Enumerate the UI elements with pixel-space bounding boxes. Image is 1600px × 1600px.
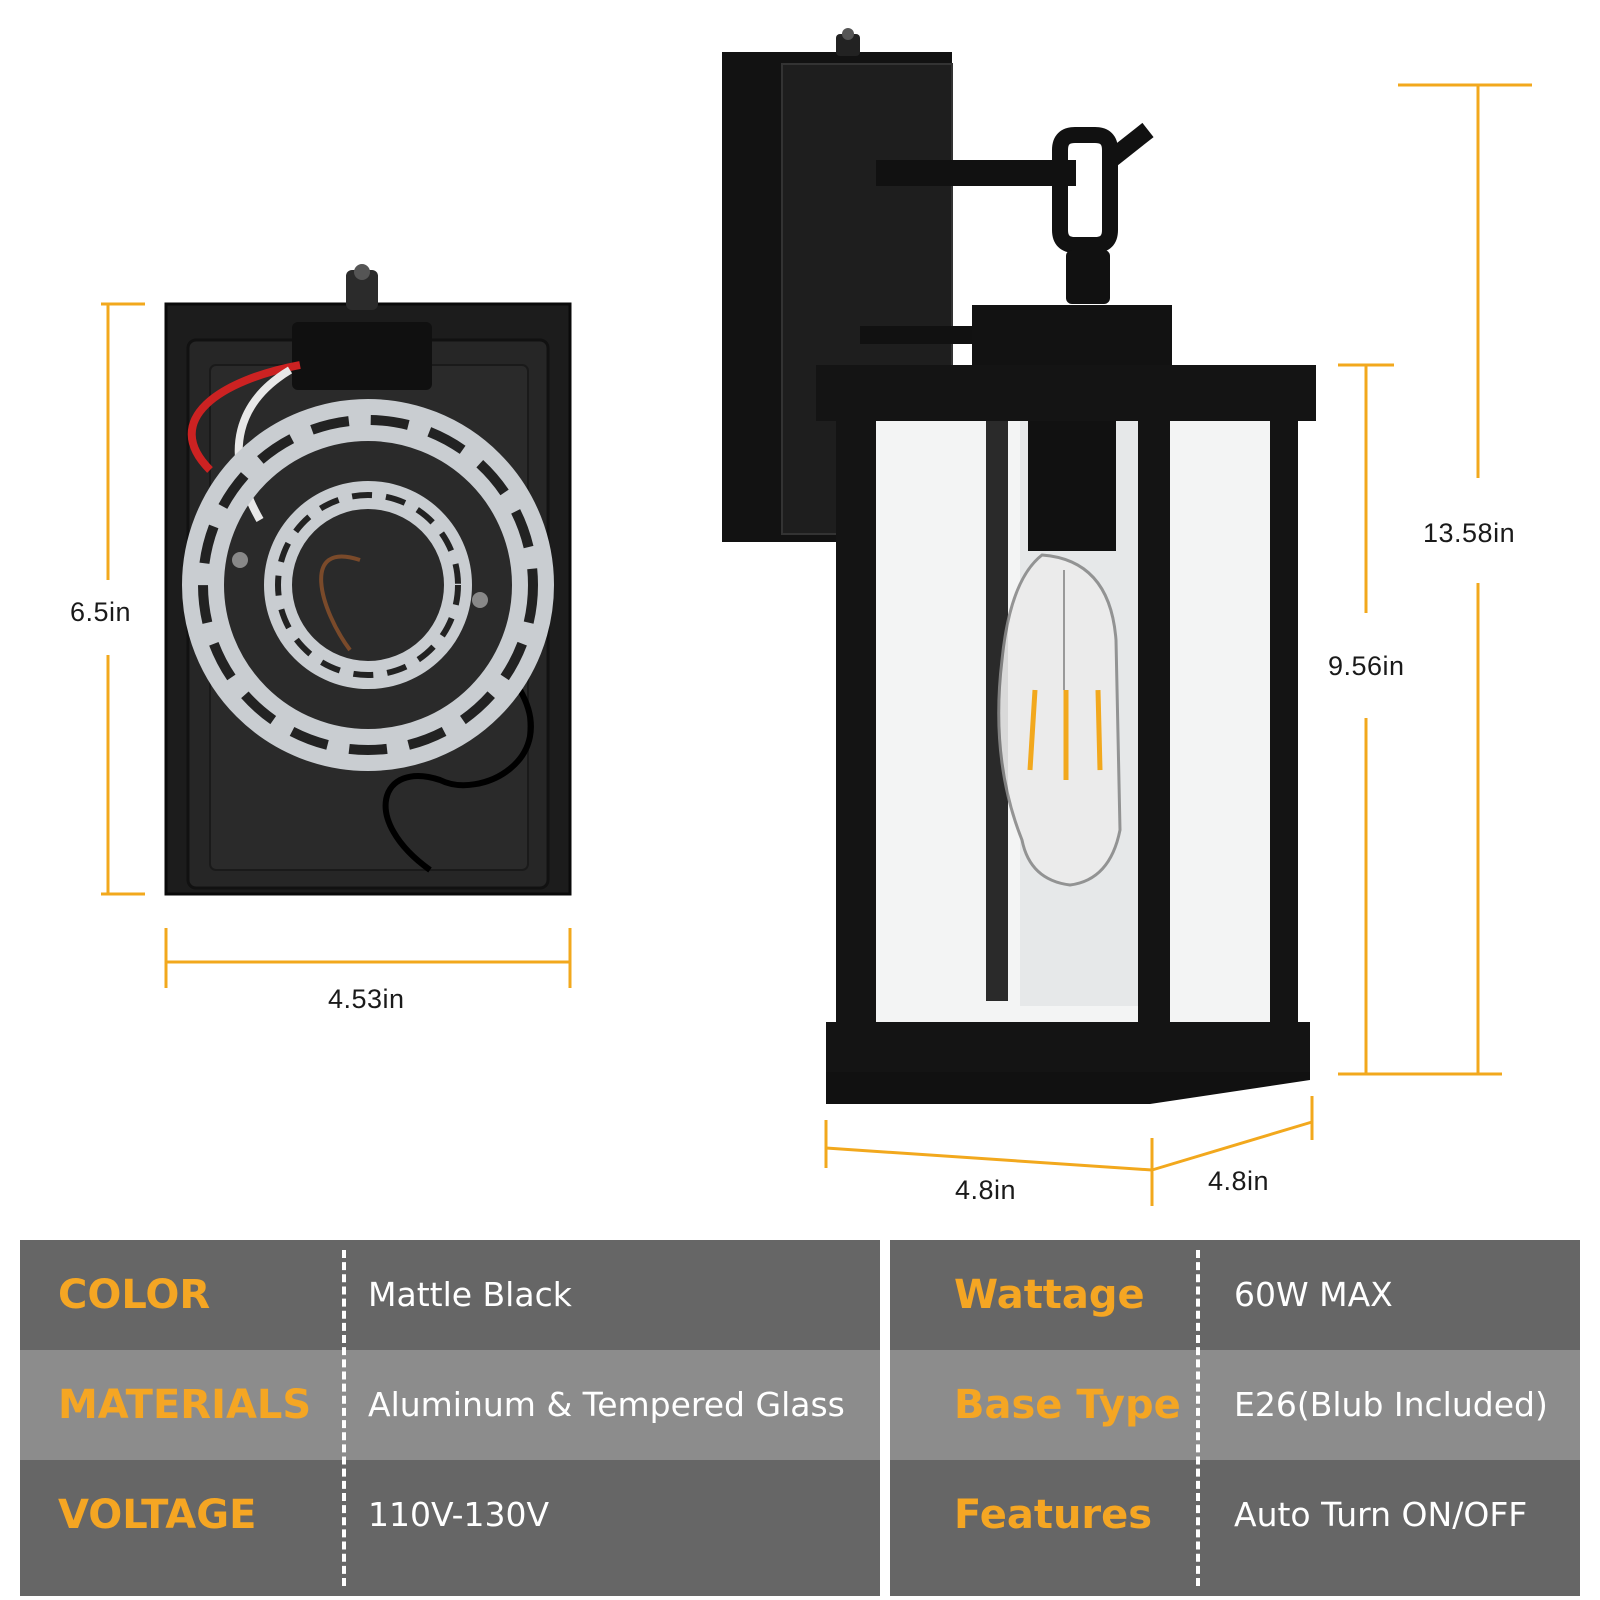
spec-value: E26(Blub Included): [1234, 1385, 1548, 1424]
spec-value: 110V-130V: [368, 1495, 550, 1534]
spec-key: Wattage: [954, 1272, 1145, 1318]
dimension-lines: [101, 83, 1532, 1206]
spec-value: 60W MAX: [1234, 1275, 1393, 1314]
spec-row: Base Type E26(Blub Included): [890, 1350, 1580, 1460]
lantern-depth-label: 4.8in: [1208, 1166, 1270, 1196]
lantern-height-label: 9.56in: [1328, 651, 1405, 681]
spec-value: Aluminum & Tempered Glass: [368, 1385, 845, 1424]
spec-key: MATERIALS: [58, 1382, 312, 1428]
lantern-width-label: 4.8in: [955, 1175, 1017, 1205]
product-illustration: 6.5in 4.53in 13.58in 9.56in 4.8in 4.8in: [70, 28, 1532, 1206]
spec-key: Features: [954, 1492, 1153, 1538]
spec-row: MATERIALS Aluminum & Tempered Glass: [20, 1350, 880, 1460]
lantern-image: [722, 28, 1316, 1104]
spec-row: Wattage 60W MAX: [890, 1240, 1580, 1350]
spec-table-right: Wattage 60W MAX Base Type E26(Blub Inclu…: [890, 1240, 1580, 1596]
spec-value: Mattle Black: [368, 1275, 572, 1314]
spec-key: COLOR: [58, 1272, 211, 1318]
spec-value: Auto Turn ON/OFF: [1234, 1495, 1528, 1534]
spec-table-left: COLOR Mattle Black MATERIALS Aluminum & …: [20, 1240, 880, 1596]
spec-key: VOLTAGE: [58, 1492, 257, 1538]
backplate-image: [164, 264, 572, 896]
spec-row: Features Auto Turn ON/OFF: [890, 1460, 1580, 1596]
spec-row: COLOR Mattle Black: [20, 1240, 880, 1350]
total-height-label: 13.58in: [1423, 518, 1516, 548]
lamp-drawing: [101, 28, 1532, 1206]
spec-row: VOLTAGE 110V-130V: [20, 1460, 880, 1596]
column-divider: [1196, 1250, 1200, 1586]
backplate-height-label: 6.5in: [70, 597, 132, 627]
spec-key: Base Type: [954, 1382, 1181, 1428]
backplate-width-label: 4.53in: [328, 984, 405, 1014]
column-divider: [342, 1250, 346, 1586]
